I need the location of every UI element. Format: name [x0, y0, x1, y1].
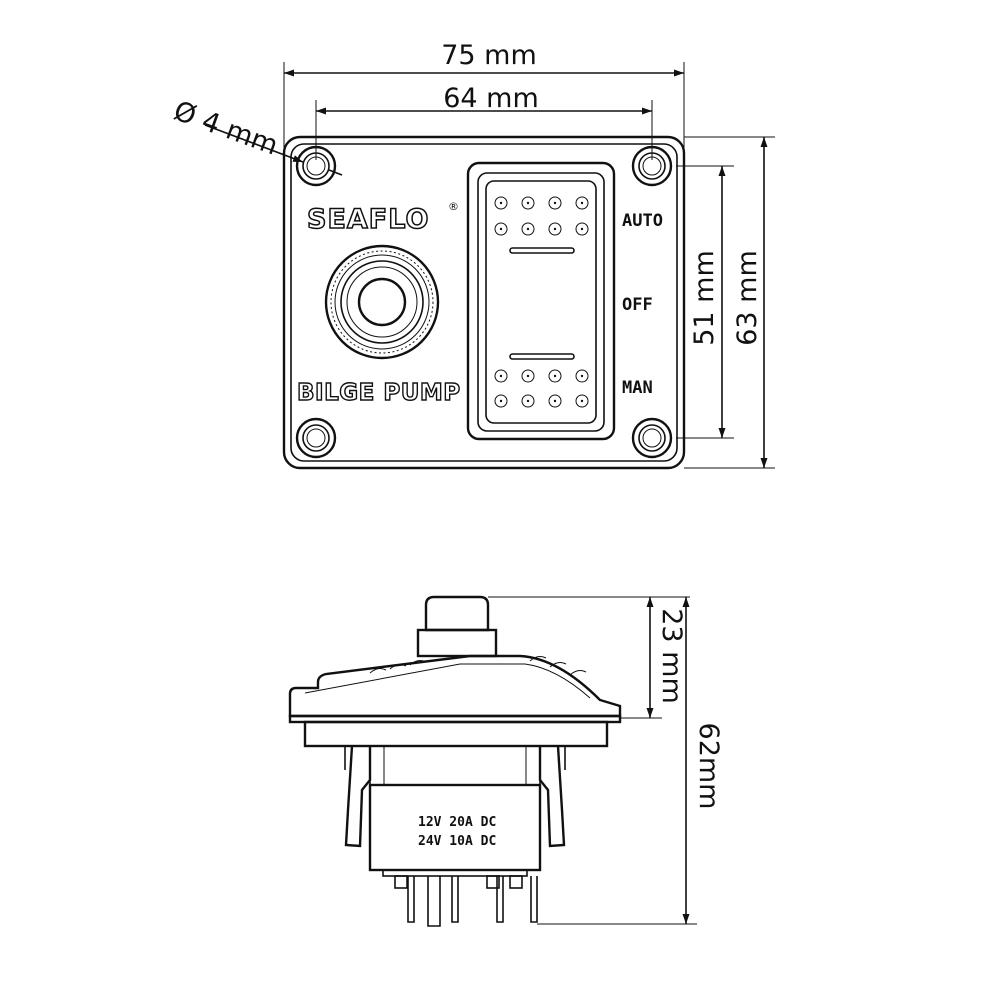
switch-dot-center — [499, 374, 503, 378]
switch-dot-center — [580, 374, 584, 378]
switch-dot-center — [526, 399, 530, 403]
switch-label-auto: AUTO — [622, 211, 663, 231]
switch-dot — [494, 394, 508, 408]
dome-ridges — [369, 656, 587, 676]
mounting-hole-bottom-left — [295, 417, 337, 459]
front-view: 75 mm 64 mm Ø 4 mm 51 mm 63 mm — [170, 40, 775, 470]
mounting-hole-top-right — [631, 145, 673, 187]
switch-dot-center — [526, 374, 530, 378]
switch-dot — [494, 196, 508, 210]
switch-indicator-top — [509, 247, 575, 254]
switch-dot — [521, 196, 535, 210]
height-outer-label: 63 mm — [732, 250, 763, 346]
brand-registered-mark: ® — [448, 200, 459, 213]
switch-body — [344, 745, 566, 877]
switch-dot-pattern — [494, 196, 589, 408]
total-height-label: 62mm — [693, 723, 724, 810]
rating-line-1: 12V 20A DC — [418, 815, 496, 830]
switch-dot-center — [553, 399, 557, 403]
switch-dot-center — [580, 201, 584, 205]
switch-dot-center — [553, 201, 557, 205]
switch-dot — [548, 369, 562, 383]
panel-base — [303, 720, 609, 748]
switch-dot — [575, 196, 589, 210]
switch-dot — [575, 394, 589, 408]
switch-indicator-bottom — [509, 353, 575, 360]
switch-dot-center — [580, 227, 584, 231]
switch-dot — [575, 369, 589, 383]
hole-diameter-leader — [204, 124, 304, 163]
switch-dot — [494, 222, 508, 236]
switch-dot — [521, 394, 535, 408]
mounting-hole-bottom-right — [631, 417, 673, 459]
switch-dot-center — [526, 201, 530, 205]
brand-logo: SEAFLO — [307, 204, 429, 235]
width-outer-label: 75 mm — [441, 40, 537, 71]
switch-dot — [521, 222, 535, 236]
switch-dot-center — [580, 399, 584, 403]
hole-diameter-label: Ø 4 mm — [170, 95, 282, 161]
panel-outline — [282, 135, 686, 470]
product-label: BILGE PUMP — [297, 380, 461, 406]
switch-dot-center — [553, 227, 557, 231]
width-holes-label: 64 mm — [443, 83, 539, 114]
cap-height-label: 23 mm — [656, 608, 687, 704]
rocker-switch[interactable] — [466, 161, 616, 441]
switch-dot-center — [526, 227, 530, 231]
switch-dot — [548, 222, 562, 236]
switch-label-man: MAN — [622, 378, 653, 398]
terminal-pins — [394, 875, 538, 927]
switch-dot — [494, 369, 508, 383]
mounting-hole-top-left — [295, 145, 337, 187]
height-holes-label: 51 mm — [689, 250, 720, 346]
side-view: 12V 20A DC 24V 10A DC 23 mm 62mm — [288, 595, 724, 927]
switch-dot — [575, 222, 589, 236]
switch-dot-center — [499, 227, 503, 231]
switch-dot — [521, 369, 535, 383]
switch-dot-center — [553, 374, 557, 378]
rating-line-2: 24V 10A DC — [418, 834, 496, 849]
panel-top-profile — [288, 654, 622, 718]
switch-dot — [548, 196, 562, 210]
switch-dot — [548, 394, 562, 408]
switch-dot-center — [499, 201, 503, 205]
breaker-cap — [416, 595, 498, 658]
circuit-breaker-button[interactable] — [324, 244, 440, 360]
switch-label-off: OFF — [622, 295, 653, 315]
switch-dot-center — [499, 399, 503, 403]
